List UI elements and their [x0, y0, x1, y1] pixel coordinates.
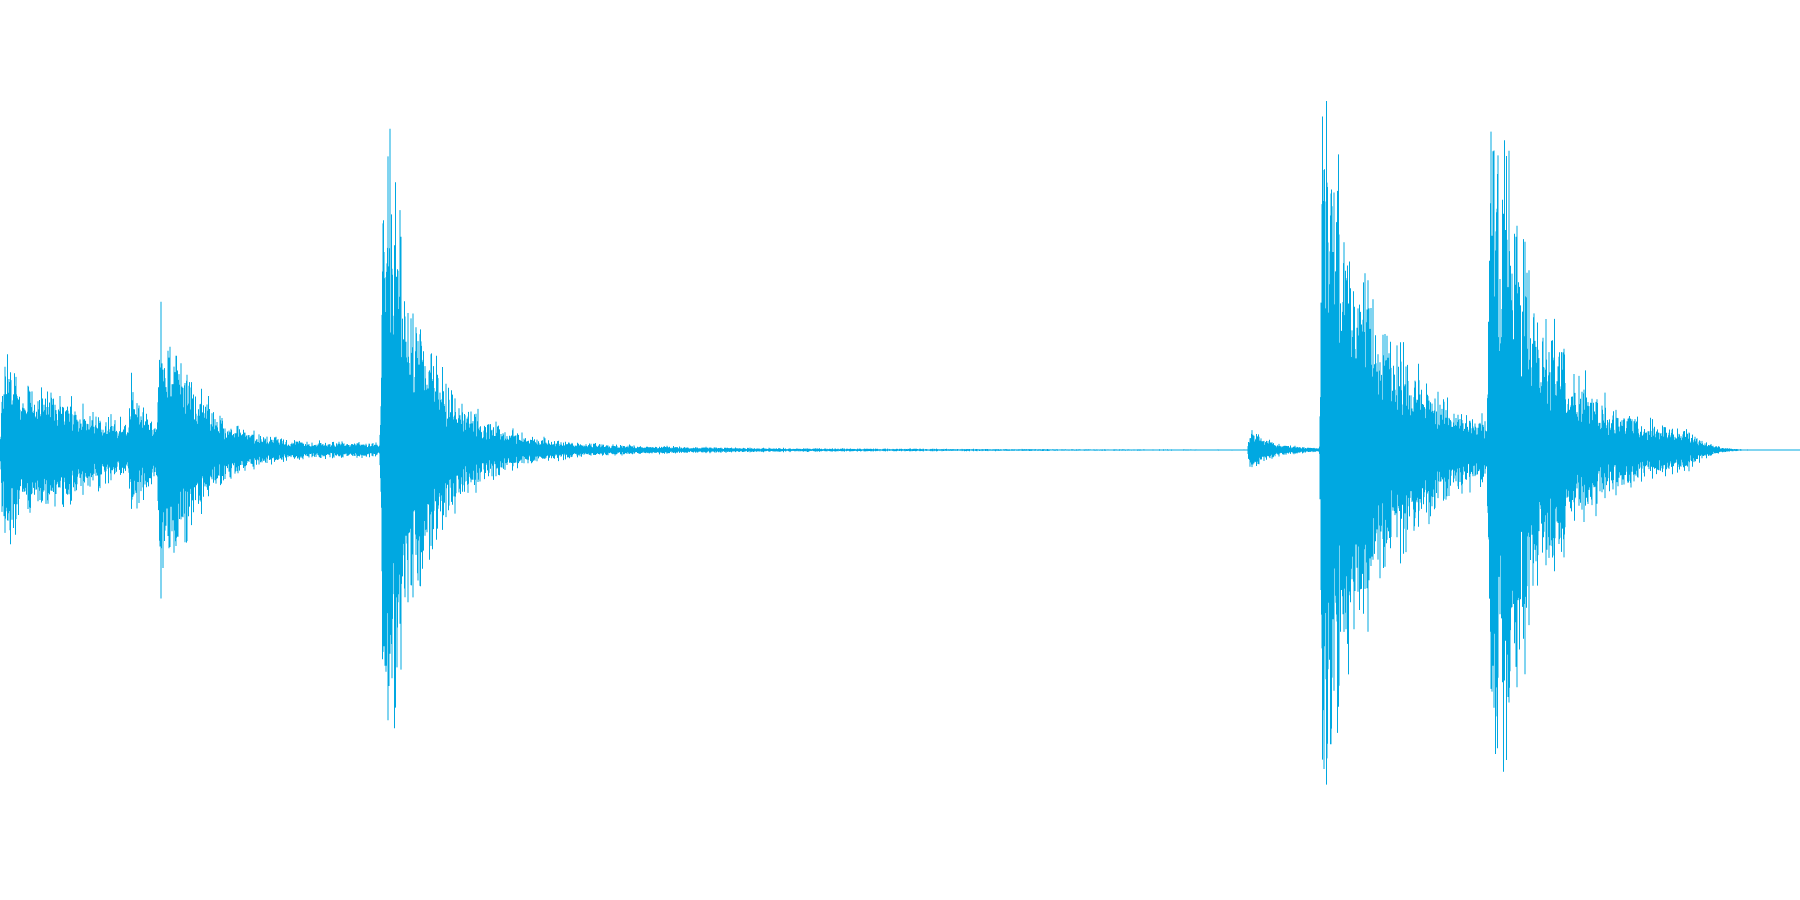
waveform-signal	[0, 101, 1782, 785]
